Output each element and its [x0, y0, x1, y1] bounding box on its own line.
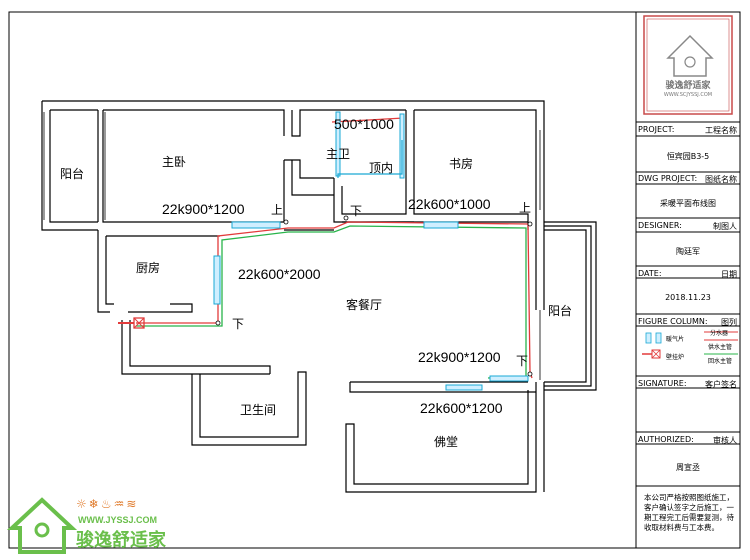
- figure-label-cn: 图列: [721, 318, 737, 327]
- title-block-frame: [635, 11, 741, 549]
- riser-up-mark-1: 上: [271, 203, 284, 217]
- project-label-cn: 工程名称: [705, 126, 737, 135]
- room-label-top-inner: 顶内: [369, 161, 394, 175]
- figure-label: FIGURE COLUMN:: [638, 317, 708, 326]
- designer-label-cn: 制图人: [713, 222, 737, 231]
- room-label-study: 书房: [449, 157, 474, 171]
- terms-note: 本公司严格按照图纸施工，客户确认签字之后施工，一期工程完工后需要复测，待收取材料…: [644, 493, 734, 532]
- legend-boiler-label: 壁挂炉: [666, 354, 685, 361]
- brand-name: 骏逸舒适家: [76, 530, 166, 551]
- logo-url: WWW.SCJYSSJ.COM: [663, 92, 713, 98]
- designer-label: DESIGNER:: [638, 221, 682, 230]
- authorized-value: 周宣丞: [676, 463, 700, 472]
- title-block: 骏逸舒适家 WWW.SCJYSSJ.COM PROJECT: 工程名称 恒宾园B…: [636, 12, 740, 548]
- room-label-living-dining: 客餐厅: [346, 298, 383, 312]
- brand-url: WWW.JYSSJ.COM: [78, 515, 158, 525]
- date-value: 2018.11.23: [665, 293, 711, 302]
- walls: [41, 100, 597, 493]
- room-label-kitchen: 厨房: [136, 261, 161, 275]
- legend-radiator-label: 暖气片: [666, 336, 685, 343]
- project-label: PROJECT:: [638, 125, 675, 134]
- dwg-label: DWG PROJECT:: [638, 174, 698, 183]
- brand-logo-house: [6, 497, 78, 554]
- riser-up-mark-2: 上: [519, 201, 532, 215]
- signature-label: SIGNATURE:: [638, 379, 687, 388]
- date-label-cn: 日期: [721, 270, 737, 279]
- riser-down-mark-1: 下: [350, 204, 363, 218]
- windows: [43, 112, 541, 380]
- dim-label-bath-radiator: 500*1000: [334, 116, 394, 132]
- project-value: 恒宾园B3-5: [666, 152, 710, 161]
- room-label-bathroom: 卫生间: [240, 403, 277, 417]
- authorized-label: AUTHORIZED:: [638, 435, 694, 444]
- room-label-master-bedroom: 主卧: [162, 155, 187, 169]
- dim-label-kitchen-radiator: 22k600*2000: [238, 266, 321, 282]
- room-label-buddha-room: 佛堂: [434, 435, 459, 449]
- dim-label-living-radiator: 22k900*1200: [418, 349, 501, 365]
- room-label-balcony-right: 阳台: [548, 304, 573, 318]
- dim-label-study-radiator: 22k600*1000: [408, 196, 491, 212]
- designer-value: 陶廷军: [676, 247, 700, 256]
- room-label-master-bath: 主卫: [326, 147, 351, 161]
- logo-frame: [643, 15, 733, 115]
- logo-text: 骏逸舒适家: [665, 81, 711, 91]
- authorized-label-cn: 审核人: [713, 436, 737, 445]
- riser-points: [215, 215, 533, 377]
- legend-symbols: [642, 331, 738, 359]
- return-pipes: [136, 225, 527, 379]
- dim-label-bedroom-radiator: 22k900*1200: [162, 201, 245, 217]
- date-label: DATE:: [638, 269, 662, 278]
- brand-icons: ☼❄♨♒≋: [76, 497, 139, 511]
- brand-logo: ☼❄♨♒≋ WWW.JYSSJ.COM 骏逸舒适家: [6, 494, 206, 558]
- riser-down-mark-2: 下: [232, 317, 245, 331]
- dwg-value: 采暖平面布线图: [660, 199, 716, 208]
- legend-return-label: 回水主管: [708, 358, 733, 365]
- bath-pipe-loop: [337, 140, 403, 178]
- legend-manifold-label: 分水器: [710, 330, 729, 337]
- boiler-symbol: [118, 317, 145, 329]
- dwg-label-cn: 图纸名称: [705, 175, 737, 184]
- room-label-balcony-left: 阳台: [60, 167, 85, 181]
- dim-label-living-bottom-radiator: 22k600*1200: [420, 400, 503, 416]
- riser-down-mark-3: 下: [516, 354, 529, 368]
- signature-label-cn: 客户签名: [705, 380, 737, 389]
- legend-supply-label: 供水主管: [708, 344, 733, 351]
- sheet-border: [8, 11, 741, 549]
